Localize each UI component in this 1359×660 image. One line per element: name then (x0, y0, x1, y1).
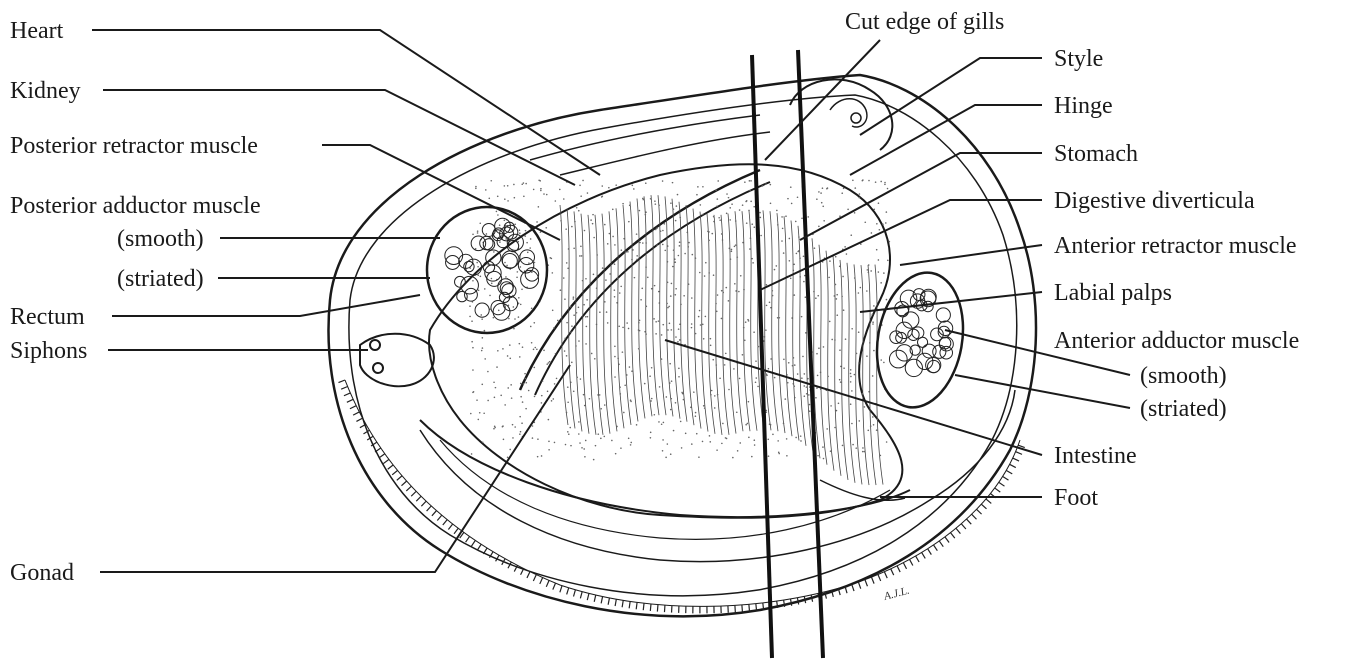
anterior-adductor-muscle (867, 266, 973, 415)
leader-cut-edge-gills (765, 40, 880, 160)
label-rectum: Rectum (10, 304, 85, 330)
label-kidney: Kidney (10, 78, 81, 104)
leader-labial-palps (860, 292, 1042, 312)
section-line-right (798, 50, 823, 658)
labels: Heart Kidney Posterior retractor muscle … (10, 9, 1299, 586)
label-foot: Foot (1054, 485, 1098, 511)
label-labial-palps: Labial palps (1054, 280, 1172, 306)
label-ant-striated: (striated) (1140, 396, 1227, 422)
label-heart: Heart (10, 18, 64, 44)
label-post-striated: (striated) (117, 266, 204, 292)
label-hinge: Hinge (1054, 93, 1113, 119)
section-line-left (752, 55, 772, 658)
label-gonad: Gonad (10, 560, 74, 586)
posterior-adductor-muscle (427, 207, 547, 333)
label-anterior-retractor-muscle: Anterior retractor muscle (1054, 233, 1297, 259)
leader-anterior-retractor (900, 245, 1042, 265)
leader-hinge (850, 105, 1042, 175)
label-posterior-adductor-muscle: Posterior adductor muscle (10, 193, 261, 219)
label-posterior-retractor-muscle: Posterior retractor muscle (10, 133, 258, 159)
label-cut-edge-of-gills: Cut edge of gills (845, 9, 1004, 35)
leader-digestive-diverticula (760, 200, 1042, 290)
label-digestive-diverticula: Digestive diverticula (1054, 188, 1255, 214)
leader-rectum (112, 295, 420, 316)
siphons-drawing (360, 334, 434, 387)
label-post-smooth: (smooth) (117, 226, 204, 252)
label-siphons: Siphons (10, 338, 87, 364)
leader-ant-striated (955, 375, 1130, 408)
artist-signature: A.J.L. (882, 585, 911, 604)
label-stomach: Stomach (1054, 141, 1138, 167)
leader-intestine (665, 340, 1042, 455)
label-intestine: Intestine (1054, 443, 1137, 469)
label-ant-smooth: (smooth) (1140, 363, 1227, 389)
label-anterior-adductor-muscle: Anterior adductor muscle (1054, 328, 1299, 354)
label-style: Style (1054, 46, 1103, 72)
